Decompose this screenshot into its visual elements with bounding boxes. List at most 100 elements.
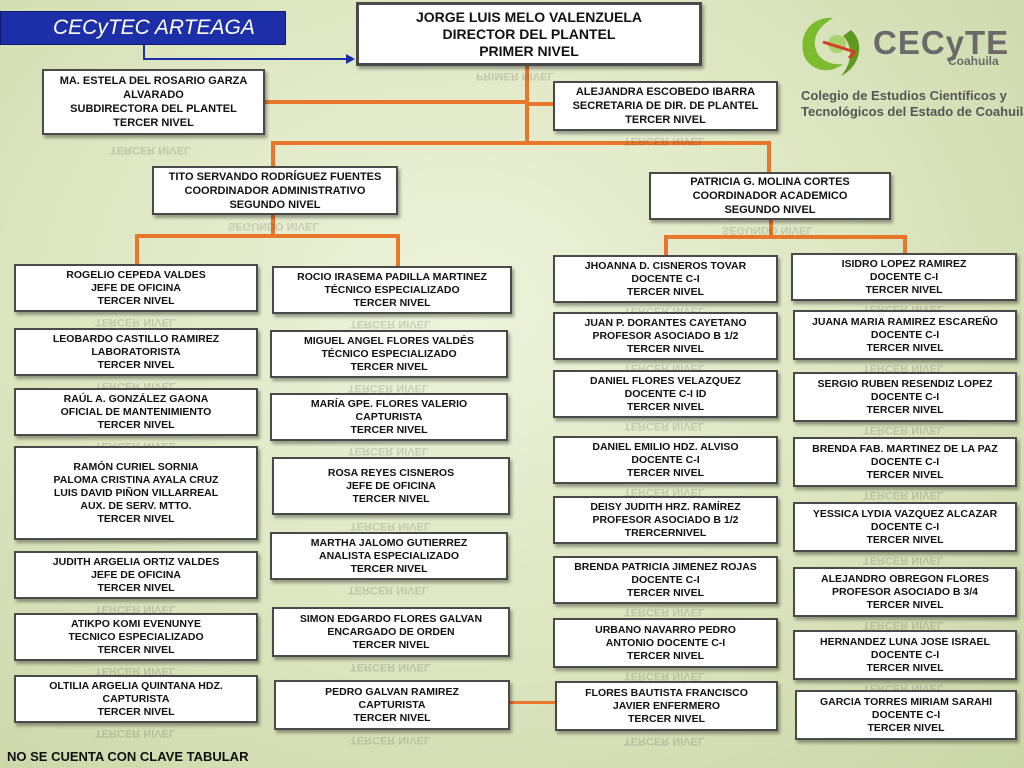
node-line: TERCER NIVEL — [865, 283, 943, 296]
node-line: DOCENTE C-I — [631, 272, 700, 285]
node-reflection: TERCER NIVEL — [350, 318, 431, 330]
org-node-staff[interactable]: YESSICA LYDIA VAZQUEZ ALCAZAR DOCENTE C-… — [793, 502, 1017, 552]
node-line: TERCER NIVEL — [97, 512, 175, 525]
org-node-staff[interactable]: FLORES BAUTISTA FRANCISCO JAVIER ENFERME… — [555, 681, 778, 731]
node-line: ENCARGADO DE ORDEN — [327, 625, 455, 638]
title-arrow-stem — [143, 45, 145, 59]
org-node-staff[interactable]: LEOBARDO CASTILLO RAMIREZ LABORATORISTA … — [14, 328, 258, 376]
node-line: TERCER NIVEL — [350, 423, 428, 436]
node-line: TERCER NIVEL — [97, 705, 175, 718]
node-line: DOCENTE C-I — [871, 708, 941, 721]
org-node-staff[interactable]: JUANA MARIA RAMIREZ ESCAREÑO DOCENTE C-I… — [793, 310, 1017, 360]
node-reflection: TERCER NIVEL — [624, 420, 705, 432]
node-line: DOCENTE C-I — [869, 270, 939, 283]
org-node-coord-admin[interactable]: TITO SERVANDO RODRÍGUEZ FUENTES COORDINA… — [152, 166, 398, 215]
org-node-staff[interactable]: ISIDRO LOPEZ RAMIREZ DOCENTE C-I TERCER … — [791, 253, 1017, 301]
org-node-secretaria[interactable]: ALEJANDRA ESCOBEDO IBARRA SECRETARIA DE … — [553, 81, 778, 131]
connector — [664, 235, 668, 255]
node-line: TITO SERVANDO RODRÍGUEZ FUENTES — [168, 170, 382, 183]
node-reflection: TERCER NIVEL — [624, 735, 705, 747]
node-line: ROSA REYES CISNEROS — [327, 466, 455, 479]
node-line: TERCER NIVEL — [867, 721, 945, 734]
node-line: URBANO NAVARRO PEDRO — [595, 623, 736, 636]
node-line: JEFE DE OFICINA — [91, 568, 181, 581]
page-title: CECyTEC ARTEAGA — [0, 11, 286, 45]
node-line: MA. ESTELA DEL ROSARIO GARZA — [59, 75, 248, 87]
org-node-staff[interactable]: JUAN P. DORANTES CAYETANO PROFESOR ASOCI… — [553, 312, 778, 360]
org-node-staff[interactable]: MIGUEL ANGEL FLORES VALDÉS TÉCNICO ESPEC… — [270, 330, 508, 378]
org-node-staff[interactable]: DEISY JUDITH HRZ. RAMÍREZ PROFESOR ASOCI… — [553, 496, 778, 544]
org-node-staff[interactable]: OLTILIA ARGELIA QUINTANA HDZ. CAPTURISTA… — [14, 675, 258, 723]
node-line: LABORATORISTA — [91, 345, 181, 358]
org-node-staff[interactable]: ROSA REYES CISNEROS JEFE DE OFICINA TERC… — [272, 457, 510, 515]
node-line: SERGIO RUBEN RESENDIZ LOPEZ — [817, 377, 993, 390]
node-line: RAMÓN CURIEL SORNIA — [73, 460, 199, 473]
node-line: PROFESOR ASOCIADO B 3/4 — [831, 585, 979, 598]
node-line: BRENDA FAB. MARTINEZ DE LA PAZ — [812, 442, 998, 455]
org-node-staff[interactable]: BRENDA PATRICIA JIMENEZ ROJAS DOCENTE C-… — [553, 556, 778, 604]
node-line: DOCENTE C-I — [870, 520, 940, 533]
node-line: JAVIER ENFERMERO — [612, 699, 721, 712]
logo-tagline-1: Colegio de Estudios Científicos y — [801, 88, 1007, 103]
org-node-staff[interactable]: HERNANDEZ LUNA JOSE ISRAEL DOCENTE C-I T… — [793, 630, 1017, 680]
connector — [265, 100, 529, 104]
node-line: ROGELIO CEPEDA VALDES — [66, 268, 206, 281]
node-line: DOCENTE C-I — [631, 453, 700, 466]
node-reflection: TERCER NIVEL — [95, 727, 176, 739]
node-line: CAPTURISTA — [355, 410, 423, 423]
connector — [396, 234, 400, 266]
node-line: TERCER NIVEL — [625, 114, 706, 126]
org-node-staff[interactable]: GARCIA TORRES MIRIAM SARAHI DOCENTE C-I … — [795, 690, 1017, 740]
node-line: COORDINADOR ADMINISTRATIVO — [184, 184, 366, 197]
node-line: TERCER NIVEL — [866, 533, 944, 546]
org-node-staff[interactable]: ROGELIO CEPEDA VALDES JEFE DE OFICINA TE… — [14, 264, 258, 312]
node-line: TERCER NIVEL — [97, 643, 175, 656]
org-node-staff[interactable]: DANIEL FLORES VELAZQUEZ DOCENTE C-I ID T… — [553, 370, 778, 418]
node-line: ANTONIO DOCENTE C-I — [605, 636, 726, 649]
node-line: CAPTURISTA — [358, 698, 426, 711]
org-node-staff[interactable]: MARÍA GPE. FLORES VALERIO CAPTURISTA TER… — [270, 393, 508, 441]
org-node-subdirectora[interactable]: MA. ESTELA DEL ROSARIO GARZA ALVARADO SU… — [42, 69, 265, 135]
org-node-staff[interactable]: ROCIO IRASEMA PADILLA MARTINEZ TÉCNICO E… — [272, 266, 512, 314]
connector — [135, 234, 400, 238]
node-reflection: TERCER NIVEL — [863, 489, 944, 501]
node-line: TERCER NIVEL — [866, 403, 944, 416]
node-reflection: TERCER NIVEL — [350, 734, 431, 746]
org-node-staff[interactable]: RAMÓN CURIEL SORNIA PALOMA CRISTINA AYAL… — [14, 446, 258, 540]
node-line: GARCIA TORRES MIRIAM SARAHI — [819, 695, 993, 708]
node-line: DOCENTE C-I — [631, 573, 700, 586]
org-node-staff[interactable]: DANIEL EMILIO HDZ. ALVISO DOCENTE C-I TE… — [553, 436, 778, 484]
node-line: TERCER NIVEL — [626, 285, 704, 298]
connector — [903, 235, 907, 253]
org-node-staff[interactable]: SERGIO RUBEN RESENDIZ LOPEZ DOCENTE C-I … — [793, 372, 1017, 422]
node-line: LEOBARDO CASTILLO RAMIREZ — [52, 332, 220, 345]
org-node-staff[interactable]: SIMON EDGARDO FLORES GALVAN ENCARGADO DE… — [272, 607, 510, 657]
logo-brand: CECyTE — [873, 24, 1010, 61]
node-line: MARÍA GPE. FLORES VALERIO — [310, 397, 468, 410]
node-line: SEGUNDO NIVEL — [229, 198, 321, 211]
node-line: HERNANDEZ LUNA JOSE ISRAEL — [820, 635, 990, 648]
org-node-staff[interactable]: MARTHA JALOMO GUTIERREZ ANALISTA ESPECIA… — [270, 532, 508, 580]
node-line: TERCER NIVEL — [627, 712, 705, 725]
node-line: JORGE LUIS MELO VALENZUELA — [415, 8, 643, 25]
org-node-director[interactable]: JORGE LUIS MELO VALENZUELA DIRECTOR DEL … — [356, 2, 702, 66]
org-node-staff[interactable]: ATIKPO KOMI EVENUNYE TECNICO ESPECIALIZA… — [14, 613, 258, 661]
node-line: PRIMER NIVEL — [479, 42, 579, 59]
node-line: TERCER NIVEL — [353, 711, 431, 724]
node-line: TERCER NIVEL — [626, 400, 704, 413]
org-node-staff[interactable]: ALEJANDRO OBREGON FLORES PROFESOR ASOCIA… — [793, 567, 1017, 617]
org-node-staff[interactable]: BRENDA FAB. MARTINEZ DE LA PAZ DOCENTE C… — [793, 437, 1017, 487]
node-line: ATIKPO KOMI EVENUNYE — [71, 617, 201, 630]
node-line: TERCER NIVEL — [97, 581, 175, 594]
node-line: TERCER NIVEL — [626, 649, 704, 662]
org-node-staff[interactable]: RAÚL A. GONZÁLEZ GAONA OFICIAL DE MANTEN… — [14, 388, 258, 436]
node-line: AUX. DE SERV. MTTO. — [80, 499, 192, 512]
node-line: PROFESOR ASOCIADO B 1/2 — [592, 329, 739, 342]
connector — [664, 235, 907, 239]
org-node-coord-acad[interactable]: PATRICIA G. MOLINA CORTES COORDINADOR AC… — [649, 172, 891, 220]
org-node-staff[interactable]: JHOANNA D. CISNEROS TOVAR DOCENTE C-I TE… — [553, 255, 778, 303]
org-node-staff[interactable]: URBANO NAVARRO PEDRO ANTONIO DOCENTE C-I… — [553, 618, 778, 668]
org-node-staff[interactable]: PEDRO GALVAN RAMIREZ CAPTURISTA TERCER N… — [274, 680, 510, 730]
org-node-staff[interactable]: JUDITH ARGELIA ORTIZ VALDES JEFE DE OFIC… — [14, 551, 258, 599]
node-line: FLORES BAUTISTA FRANCISCO — [585, 686, 748, 699]
